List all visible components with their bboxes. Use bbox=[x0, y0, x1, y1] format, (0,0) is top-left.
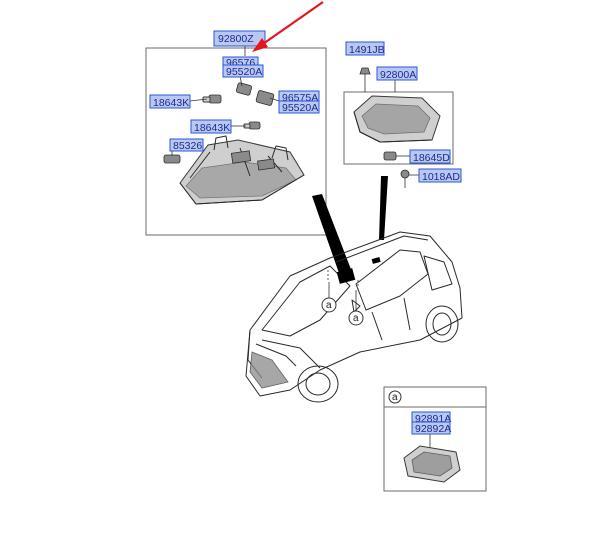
console-pointer bbox=[312, 194, 352, 276]
svg-text:85326: 85326 bbox=[173, 140, 202, 152]
vehicle-illustration bbox=[245, 231, 463, 403]
svg-text:92800A: 92800A bbox=[380, 69, 416, 81]
switch-96576 bbox=[235, 82, 253, 96]
svg-text:18645D: 18645D bbox=[413, 152, 450, 164]
svg-text:18643K: 18643K bbox=[153, 97, 189, 109]
tag-1491JB[interactable]: 1491JB bbox=[345, 41, 385, 56]
tag-18643K-left[interactable]: 18643K bbox=[149, 94, 191, 109]
svg-text:18643K: 18643K bbox=[194, 122, 230, 134]
tag-85326[interactable]: 85326 bbox=[169, 138, 204, 152]
svg-text:95520A: 95520A bbox=[226, 66, 262, 78]
tag-18645D[interactable]: 18645D bbox=[409, 149, 451, 164]
bulb-18645D bbox=[383, 151, 397, 161]
tag-95520A-top[interactable]: 95520A bbox=[222, 64, 264, 78]
screw-1491JB bbox=[359, 67, 371, 92]
tag-95520A-mid[interactable]: 95520A bbox=[278, 100, 320, 114]
tag-18643K-mid[interactable]: 18643K bbox=[190, 119, 232, 134]
svg-text:a: a bbox=[326, 300, 332, 311]
red-arrow-icon bbox=[252, 1, 324, 52]
room-lamp bbox=[353, 95, 441, 143]
vanity-lamp bbox=[403, 445, 461, 483]
switch-96575A bbox=[255, 90, 275, 106]
lamp-location-marker bbox=[371, 257, 381, 264]
overhead-console-lamp bbox=[179, 135, 305, 205]
tag-92800A[interactable]: 92800A bbox=[376, 66, 418, 81]
svg-text:a: a bbox=[353, 313, 359, 324]
svg-text:a: a bbox=[392, 392, 398, 403]
room-lamp-pointer bbox=[379, 176, 388, 240]
console-location-marker bbox=[336, 268, 356, 284]
tag-92892A[interactable]: 92892A bbox=[411, 421, 451, 435]
screw-1018AD bbox=[400, 169, 410, 188]
tag-92800Z[interactable]: 92800Z bbox=[213, 30, 266, 47]
svg-text:95520A: 95520A bbox=[282, 102, 318, 114]
clip-85326 bbox=[163, 154, 181, 164]
tag-1018AD[interactable]: 1018AD bbox=[418, 168, 462, 183]
bulb-18643K-mid bbox=[243, 121, 261, 130]
svg-text:92892A: 92892A bbox=[415, 423, 451, 435]
callout-a-right: a bbox=[348, 290, 364, 326]
svg-text:92800Z: 92800Z bbox=[218, 33, 254, 45]
svg-text:1018AD: 1018AD bbox=[422, 171, 460, 183]
detail-a-header: a bbox=[388, 390, 402, 404]
svg-text:1491JB: 1491JB bbox=[349, 44, 385, 56]
callout-a-left: a bbox=[321, 282, 337, 313]
